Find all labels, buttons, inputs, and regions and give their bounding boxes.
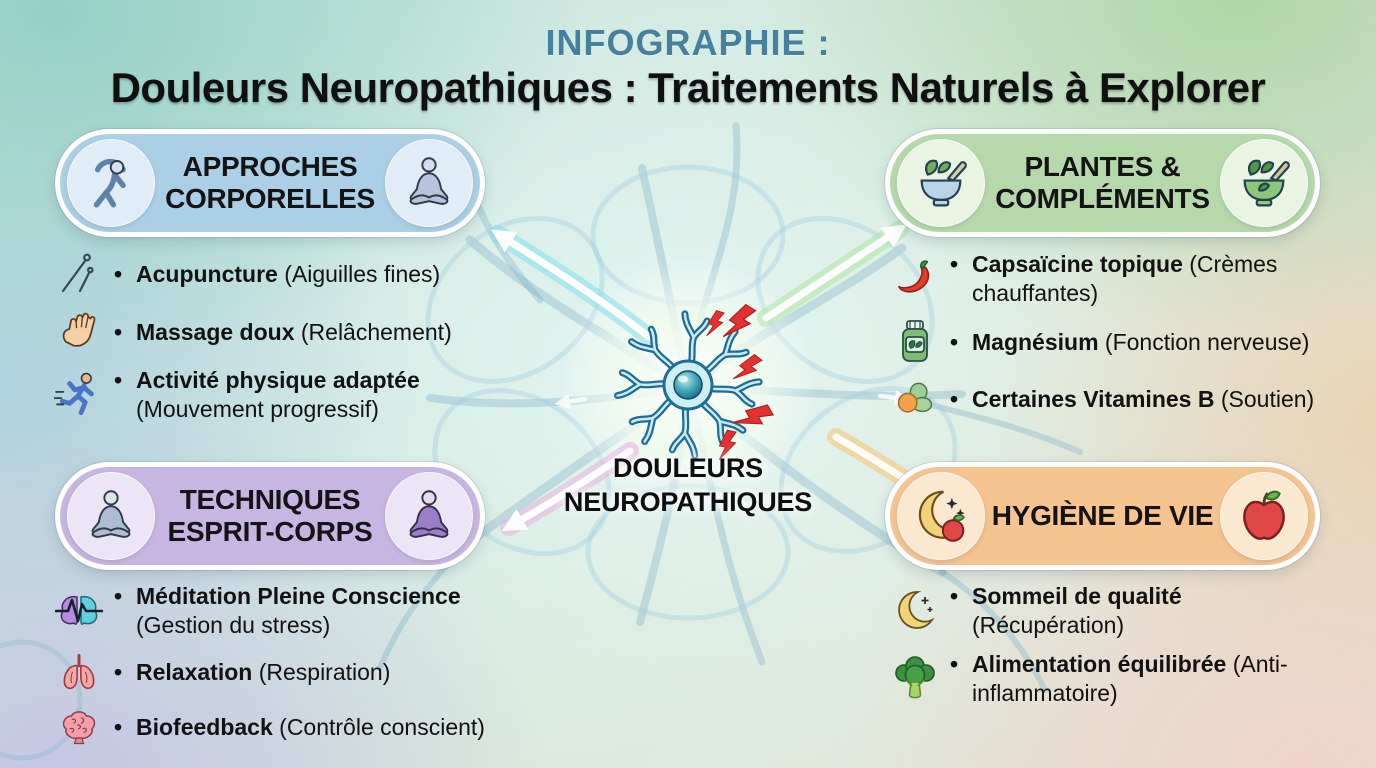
section-header-plantes-complements: PLANTES & COMPLÉMENTS	[885, 129, 1320, 237]
meditating-person-icon	[385, 139, 473, 227]
list-item: • Capsaïcine topique (Crèmes chauffantes)	[888, 250, 1368, 307]
list-item: • Activité physique adaptée (Mouvement pr…	[52, 366, 522, 423]
mortar-pestle-icon	[897, 139, 985, 227]
broccoli-icon	[888, 655, 942, 703]
item-detail: (Contrôle conscient)	[279, 713, 485, 740]
apple-icon	[1220, 472, 1308, 560]
list-item: • Acupuncture (Aiguilles fines)	[52, 250, 522, 298]
item-detail: (Fonction nerveuse)	[1104, 328, 1310, 355]
list-item: • Massage doux (Relâchement)	[52, 309, 522, 355]
item-detail: (Gestion du stress)	[136, 611, 331, 638]
bullet: •	[114, 260, 123, 287]
bullet: •	[950, 251, 959, 277]
bullet: •	[114, 583, 123, 609]
arrow-to-top-left	[489, 225, 658, 346]
stretching-person-icon	[67, 139, 155, 227]
bullet: •	[114, 367, 123, 393]
meditating-person-icon	[67, 472, 155, 560]
list-item: • Magnésium (Fonction nerveuse)	[888, 318, 1368, 366]
supplement-bottle-icon	[888, 318, 942, 366]
neuron-illustration	[618, 303, 775, 460]
item-detail: (Crèmes chauffantes)	[972, 251, 1278, 306]
item-name: Méditation Pleine Conscience	[136, 583, 461, 609]
brain-icon	[52, 705, 106, 749]
page-title: Douleurs Neuropathiques : Traitements Na…	[110, 64, 1266, 111]
meditating-person-icon	[385, 472, 473, 560]
item-name: Activité physique adaptée	[136, 367, 420, 393]
moon-sparkles-icon	[888, 587, 942, 635]
bullet: •	[950, 583, 959, 609]
list-item: • Alimentation équilibrée (Anti-inflammat…	[888, 650, 1358, 707]
bullet: •	[950, 385, 959, 412]
section-title: HYGIÈNE DE VIE	[991, 499, 1214, 531]
section-header-approches-corporelles: APPROCHES CORPORELLES	[55, 129, 485, 237]
list-item: • Relaxation (Respiration)	[52, 650, 532, 694]
pain-bolt-icons	[706, 303, 775, 460]
section-items-hygiene-de-vie: • Sommeil de qualité (Récupération) • Alim…	[888, 582, 1358, 718]
section-title: PLANTES & COMPLÉMENTS	[995, 150, 1210, 214]
item-detail: (Respiration)	[258, 658, 391, 685]
list-item: • Méditation Pleine Conscience (Gestion d…	[52, 582, 532, 639]
center-label-line1: DOULEURS	[613, 453, 763, 483]
item-name: Alimentation équilibrée	[972, 651, 1227, 678]
item-name: Magnésium	[972, 328, 1099, 355]
neuron-nucleus	[673, 370, 703, 400]
item-name: Capsaïcine topique	[972, 251, 1183, 277]
moon-apple-icon	[897, 472, 985, 560]
section-items-plantes-complements: • Capsaïcine topique (Crèmes chauffantes)…	[888, 250, 1368, 432]
item-name: Acupuncture	[136, 260, 278, 287]
mortar-pestle-icon	[1220, 139, 1308, 227]
item-detail: (Récupération)	[972, 611, 1125, 638]
center-label-line2: NEUROPATHIQUES	[563, 486, 813, 517]
list-item: • Biofeedback (Contrôle conscient)	[52, 705, 532, 749]
infographic-kicker: INFOGRAPHIE :	[545, 22, 831, 63]
item-name: Relaxation	[136, 658, 253, 685]
center-label: DOULEURS NEUROPATHIQUES	[488, 452, 888, 520]
arrow-to-bottom-left	[500, 442, 639, 536]
list-item: • Sommeil de qualité (Récupération)	[888, 582, 1358, 639]
arrow-to-top-right	[757, 220, 909, 327]
chili-pepper-icon	[888, 256, 942, 302]
bullet: •	[114, 318, 123, 345]
acupuncture-needles-icon	[52, 250, 106, 298]
item-name: Sommeil de qualité	[972, 583, 1182, 609]
pills-icon	[888, 377, 942, 421]
item-detail: (Aiguilles fines)	[284, 260, 441, 287]
massage-hand-icon	[52, 309, 106, 355]
item-name: Massage doux	[136, 318, 295, 345]
bullet: •	[950, 328, 959, 355]
item-detail: (Soutien)	[1220, 385, 1315, 412]
runner-icon	[52, 370, 106, 420]
item-name: Biofeedback	[136, 713, 273, 740]
list-item: • Certaines Vitamines B (Soutien)	[888, 377, 1368, 421]
section-title: APPROCHES CORPORELLES	[165, 150, 375, 214]
item-detail: (Relâchement)	[300, 318, 452, 345]
section-header-hygiene-de-vie: HYGIÈNE DE VIE	[885, 462, 1320, 570]
section-header-techniques-esprit-corps: TECHNIQUES ESPRIT-CORPS	[55, 462, 485, 570]
item-name: Certaines Vitamines B	[972, 385, 1215, 412]
lungs-icon	[52, 650, 106, 694]
bullet: •	[950, 651, 959, 678]
section-items-techniques-esprit-corps: • Méditation Pleine Conscience (Gestion d…	[52, 582, 532, 760]
item-detail: (Anti-inflammatoire)	[972, 651, 1288, 706]
item-detail: (Mouvement progressif)	[136, 395, 379, 422]
section-title: TECHNIQUES ESPRIT-CORPS	[167, 483, 373, 547]
bullet: •	[114, 713, 123, 740]
bullet: •	[114, 658, 123, 685]
brain-wave-icon	[52, 587, 106, 635]
section-items-approches-corporelles: • Acupuncture (Aiguilles fines) • Massage …	[52, 250, 522, 434]
